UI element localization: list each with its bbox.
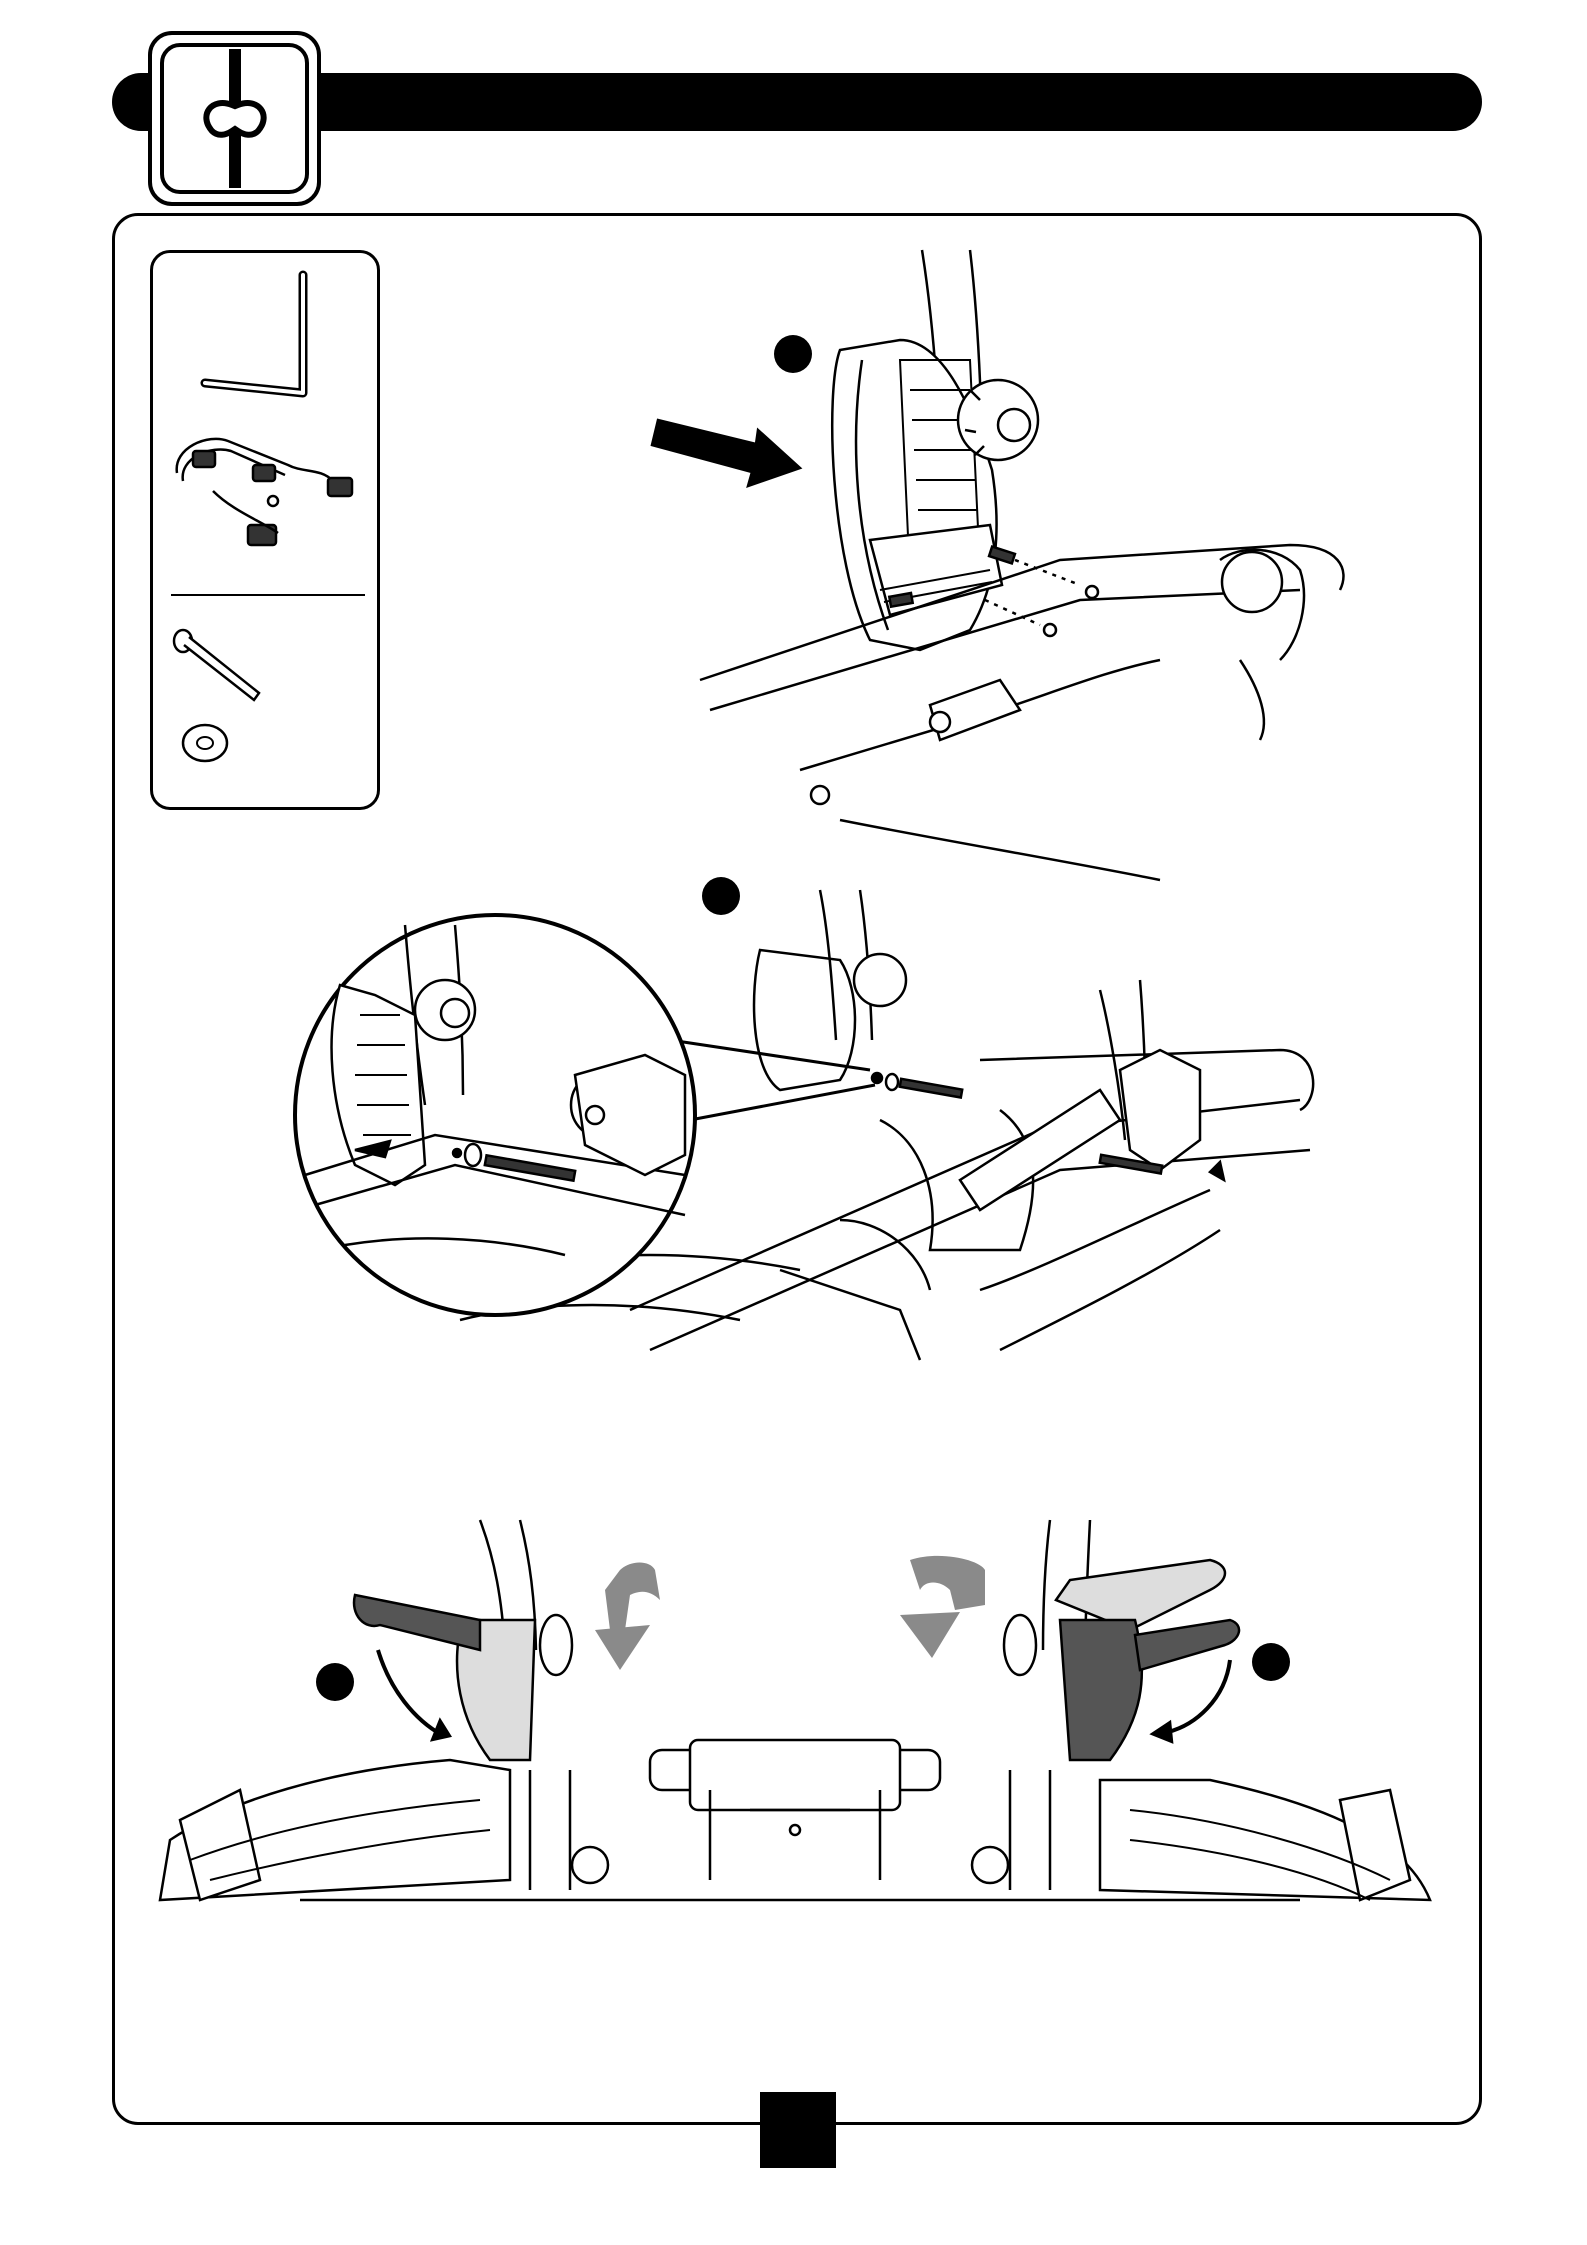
washer-icon	[183, 725, 227, 761]
allen-key-icon	[205, 275, 303, 393]
rotate-arrow-icon	[910, 1556, 985, 1610]
push-arrow-icon	[652, 420, 800, 486]
bolt-icon	[174, 630, 259, 700]
zoom-callout	[285, 905, 705, 1325]
rotate-arrow-icon	[605, 1563, 660, 1631]
page-number	[760, 2092, 836, 2168]
puzzle-logo	[148, 31, 321, 206]
parts-illustrations	[153, 253, 383, 813]
puzzle-piece-icon	[152, 35, 317, 202]
step-3-illustration	[150, 1520, 1450, 1940]
step-1-illustration	[640, 240, 1360, 890]
bracket-assembly-icon	[177, 439, 352, 545]
parts-panel	[150, 250, 380, 810]
